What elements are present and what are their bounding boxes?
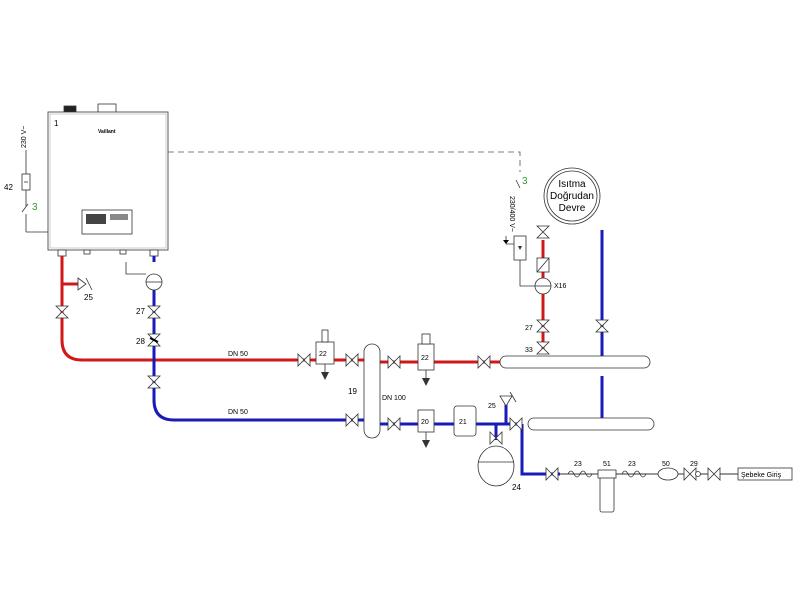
control-signal-left: 3 <box>32 202 38 213</box>
return-valve-27 <box>147 305 161 319</box>
return-pipes <box>152 230 740 476</box>
tag-25-left: 25 <box>84 293 93 302</box>
boiler-brand-logo: Vaillant <box>98 129 116 135</box>
tag-42: 42 <box>4 183 13 192</box>
circuit-label-line2: Doğrudan <box>550 191 594 202</box>
return-header-valve <box>345 413 359 427</box>
supply-pipes <box>60 240 545 364</box>
tag-21: 21 <box>459 419 467 426</box>
tag-28: 28 <box>136 337 145 346</box>
voltage-right-label: 230/400 V~ <box>508 196 515 232</box>
check-valve-29 <box>695 471 701 477</box>
control-signal-right: 3 <box>522 176 528 187</box>
tag-29: 29 <box>690 461 698 468</box>
circuit-label-line1: Isıtma <box>558 179 586 190</box>
tag-50: 50 <box>662 461 670 468</box>
heating-circuit: Isıtma Doğrudan Devre X16 27 33 3 230/40… <box>503 167 609 355</box>
control-wire-dashed <box>168 151 521 172</box>
supply-ball-valve <box>55 305 69 319</box>
flex-hose-23-b <box>621 470 647 478</box>
mains-inlet-line: 23 51 23 50 29 Şebeke Giriş <box>545 461 793 513</box>
tag-51: 51 <box>603 461 611 468</box>
circuit-valve-27 <box>536 319 550 333</box>
tag-23-a: 23 <box>574 461 582 468</box>
boiler-number: 1 <box>54 119 59 128</box>
mains-inlet-label: Şebeke Giriş <box>741 472 782 479</box>
tag-19: 19 <box>348 387 357 396</box>
circuit-return-valve <box>595 319 609 333</box>
tank-21 <box>453 405 477 437</box>
tag-x16: X16 <box>554 283 567 290</box>
supply-collector <box>499 355 651 369</box>
dn-header-label: DN 100 <box>382 395 406 402</box>
circuit-valve-33 <box>536 341 550 355</box>
expansion-vessel-24 <box>477 445 515 487</box>
tag-22-a: 22 <box>319 351 327 358</box>
left-valves: 25 27 28 <box>55 262 163 389</box>
tag-20: 20 <box>421 419 429 426</box>
supply-distribution: 22 <box>387 333 651 386</box>
safety-valve-25-right <box>499 395 513 407</box>
hydraulic-header-19: 19 DN 100 <box>348 343 406 439</box>
mains-inlet-box <box>737 467 793 481</box>
return-ball-valve <box>147 375 161 389</box>
return-collector <box>527 417 655 431</box>
tag-22-b: 22 <box>421 355 429 362</box>
heating-circuit-circle <box>543 167 601 225</box>
dn-supply-label: DN 50 <box>228 351 248 358</box>
boiler-unit: 1 Vaillant <box>47 103 169 257</box>
safety-valve-25 <box>77 277 87 291</box>
tag-23-b: 23 <box>628 461 636 468</box>
voltage-left-label: 230 V~ <box>21 126 28 148</box>
dn-return-label: DN 50 <box>228 409 248 416</box>
water-filter-51 <box>599 473 615 513</box>
left-power-supply: 230 V~ 42 3 <box>4 126 48 233</box>
tag-24: 24 <box>512 483 521 492</box>
tag-33: 33 <box>525 347 533 354</box>
return-distribution: 20 21 25 24 <box>387 391 655 492</box>
flex-hose-23-a <box>567 470 593 478</box>
separator-22-left: 22 <box>297 329 359 427</box>
tag-27-right: 27 <box>525 325 533 332</box>
water-meter-50 <box>657 467 679 481</box>
tag-27-left: 27 <box>136 307 145 316</box>
tag-25-right: 25 <box>488 403 496 410</box>
circuit-label-line3: Devre <box>559 203 586 214</box>
